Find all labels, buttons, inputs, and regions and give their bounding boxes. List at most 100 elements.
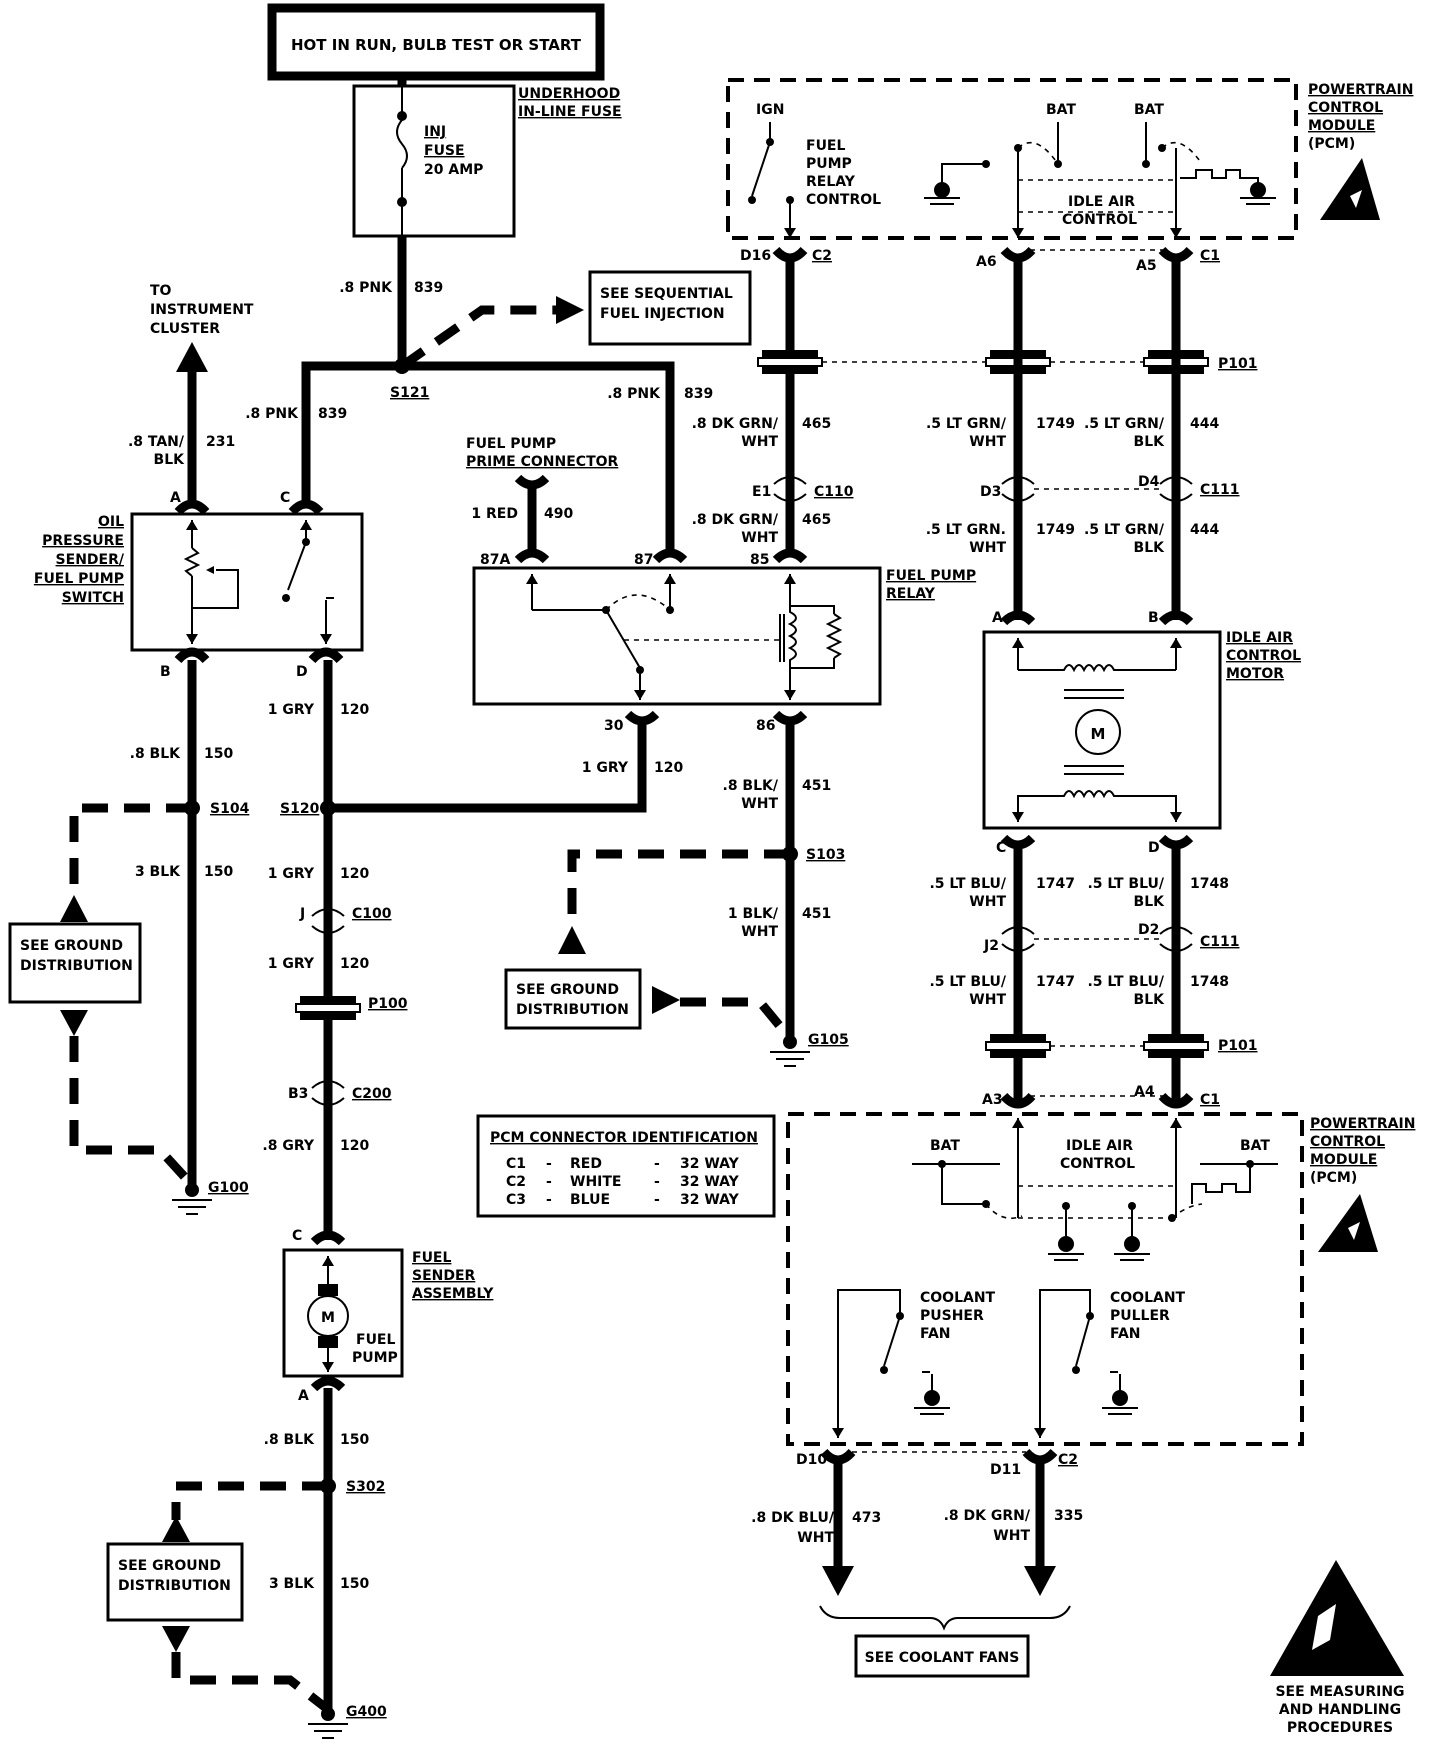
ground3-line-2: DISTRIBUTION — [118, 1578, 231, 1594]
esd-line-2: AND HANDLING — [1279, 1702, 1401, 1718]
fuel-sender-line-1: FUEL — [412, 1250, 451, 1266]
esd-handling-icon — [1270, 1560, 1404, 1676]
w231-circuit: 231 — [206, 434, 235, 450]
coolant-brace — [819, 1605, 1071, 1631]
pcm-bottom-line-3: MODULE — [1310, 1152, 1377, 1168]
w465b-gauge-2: WHT — [741, 530, 778, 546]
w120a-gauge: 1 GRY — [268, 702, 315, 718]
header-title: HOT IN RUN, BULB TEST OR START — [291, 36, 582, 54]
splice-s104-label: S104 — [210, 801, 250, 817]
w150c-circuit: 150 — [340, 1432, 369, 1448]
svg-text:-: - — [546, 1192, 552, 1208]
svg-text:C1: C1 — [506, 1156, 526, 1172]
w1749b-gauge-2: WHT — [969, 540, 1006, 556]
pcm-top-line-2: CONTROL — [1308, 100, 1383, 116]
w1749a-gauge-1: .5 LT GRN/ — [926, 416, 1007, 432]
pin-a-iac: A — [992, 610, 1003, 626]
w839a-circuit: 839 — [414, 280, 443, 296]
fuel-sender-line-2: SENDER — [412, 1268, 476, 1284]
pcm-top-line-1: POWERTRAIN — [1308, 82, 1413, 98]
w150b-circuit: 150 — [204, 864, 233, 880]
esd-warning-icon-bottom — [1318, 1194, 1378, 1252]
pin-87: 87 — [634, 552, 653, 568]
p101-top-row — [757, 350, 1209, 374]
pin-d2: D2 — [1138, 922, 1159, 938]
splice-s121-label: S121 — [390, 385, 429, 401]
pcm-fp-2: PUMP — [806, 156, 852, 172]
oil-switch-line-2: PRESSURE — [42, 533, 124, 549]
pcm-table-box — [476, 1114, 776, 1218]
w444b-gauge-2: BLK — [1134, 540, 1166, 556]
pin-87a: 87A — [480, 552, 510, 568]
pcm-table-row: C1 - RED - 32 WAY — [506, 1156, 740, 1172]
ground3-box — [106, 1542, 244, 1622]
w444a-gauge-1: .5 LT GRN/ — [1084, 416, 1165, 432]
iac-motor-line-1: IDLE AIR — [1226, 630, 1293, 646]
fuse-label-2: FUSE — [424, 143, 465, 159]
w444b-gauge-1: .5 LT GRN/ — [1084, 522, 1165, 538]
w839b-circuit: 839 — [318, 406, 347, 422]
w465b-circuit: 465 — [802, 512, 831, 528]
pcm-bottom-bat-2: BAT — [1240, 1138, 1270, 1154]
w839b-gauge: .8 PNK — [245, 406, 299, 422]
pin-j2: J2 — [983, 938, 999, 954]
pcm-fp-1: FUEL — [806, 138, 845, 154]
w120e-circuit: 120 — [340, 1138, 369, 1154]
pin-e1: E1 — [752, 484, 771, 500]
fuel-pump-label-1: FUEL — [356, 1332, 395, 1348]
pin-a4: A4 — [1134, 1084, 1155, 1100]
w150d-gauge: 3 BLK — [269, 1576, 315, 1592]
w1748a-gauge-2: BLK — [1134, 894, 1166, 910]
ground-g100-label: G100 — [208, 1180, 249, 1196]
svg-text:RED: RED — [570, 1156, 602, 1172]
w1749b-gauge-1: .5 LT GRN. — [926, 522, 1006, 538]
w465b-gauge-1: .8 DK GRN/ — [692, 512, 779, 528]
pcm-bottom-line-4: (PCM) — [1310, 1170, 1357, 1186]
w1748b-circuit: 1748 — [1190, 974, 1229, 990]
w231-gauge-1: .8 TAN/ — [128, 434, 185, 450]
pin-a6: A6 — [976, 254, 997, 270]
seq-fuel-line-1: SEE SEQUENTIAL — [600, 286, 733, 302]
fuse-label-1: INJ — [424, 124, 446, 140]
pin-a-oil: A — [170, 490, 181, 506]
underhood-fuse-box — [352, 84, 516, 238]
pin-b-oil: B — [160, 664, 171, 680]
w451b-circuit: 451 — [802, 906, 831, 922]
w839c-gauge: .8 PNK — [607, 386, 661, 402]
w451a-circuit: 451 — [802, 778, 831, 794]
oil-switch-line-4: FUEL PUMP — [34, 571, 124, 587]
svg-text:C2: C2 — [506, 1174, 526, 1190]
w335-gauge-1: .8 DK GRN/ — [944, 1508, 1031, 1524]
w839c-circuit: 839 — [684, 386, 713, 402]
conn-c200-label: C200 — [352, 1086, 392, 1102]
fuel-pump-motor-label: M — [321, 1310, 335, 1326]
iac-motor-m: M — [1091, 725, 1106, 743]
conn-p101a-label: P101 — [1218, 356, 1257, 372]
fuse-label-3: 20 AMP — [424, 162, 483, 178]
pin-a-fs: A — [298, 1388, 309, 1404]
w444a-circuit: 444 — [1190, 416, 1219, 432]
w1749a-circuit: 1749 — [1036, 416, 1075, 432]
w120d-circuit: 120 — [340, 956, 369, 972]
w1749b-circuit: 1749 — [1036, 522, 1075, 538]
w451a-gauge-1: .8 BLK/ — [723, 778, 779, 794]
w490-gauge: 1 RED — [471, 506, 518, 522]
esd-line-3: PROCEDURES — [1287, 1720, 1393, 1736]
w335-circuit: 335 — [1054, 1508, 1083, 1524]
pcm-iac-1: IDLE AIR — [1068, 194, 1135, 210]
w335-gauge-2: WHT — [993, 1528, 1030, 1544]
instrument-line-2: INSTRUMENT — [150, 302, 254, 318]
pcm-table-row: C2 - WHITE - 32 WAY — [506, 1174, 740, 1190]
conn-c111b-label: C111 — [1200, 934, 1240, 950]
instrument-line-1: TO — [150, 283, 172, 299]
conn-c1top-label: C1 — [1200, 248, 1220, 264]
svg-text:-: - — [546, 1156, 552, 1172]
w1747b-gauge-1: .5 LT BLU/ — [929, 974, 1006, 990]
w1748a-circuit: 1748 — [1190, 876, 1229, 892]
fuel-pump-label-2: PUMP — [352, 1350, 398, 1366]
w465a-gauge-1: .8 DK GRN/ — [692, 416, 779, 432]
w473-gauge-2: WHT — [797, 1530, 834, 1546]
pcm-bat-2: BAT — [1134, 102, 1164, 118]
conn-c1bot-label: C1 — [1200, 1092, 1220, 1108]
relay-line-1: FUEL PUMP — [886, 568, 976, 584]
